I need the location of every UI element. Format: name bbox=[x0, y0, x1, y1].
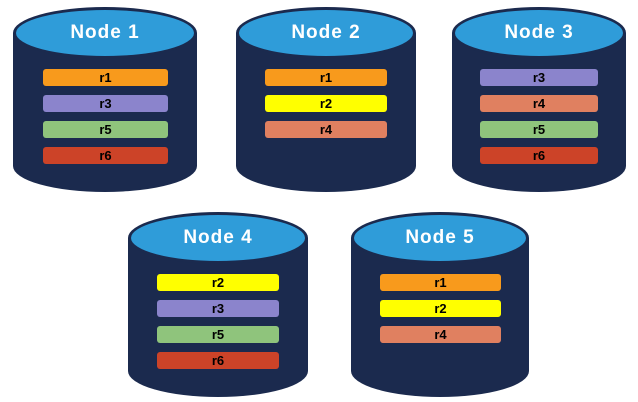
node-cylinder[interactable]: Node 5 r1 r2 r4 bbox=[351, 212, 529, 397]
replica-bar[interactable]: r3 bbox=[43, 95, 168, 112]
node-cylinder[interactable]: Node 1 r1 r3 r5 r6 bbox=[13, 7, 197, 192]
node-cylinder[interactable]: Node 2 r1 r2 r4 bbox=[236, 7, 416, 192]
replica-list: r2 r3 r5 r6 bbox=[157, 274, 279, 378]
replica-list: r1 r2 r4 bbox=[380, 274, 501, 352]
replica-bar[interactable]: r4 bbox=[265, 121, 387, 138]
replica-bar[interactable]: r5 bbox=[480, 121, 598, 138]
replica-bar[interactable]: r1 bbox=[380, 274, 501, 291]
replica-bar[interactable]: r2 bbox=[157, 274, 279, 291]
replica-bar[interactable]: r4 bbox=[380, 326, 501, 343]
replica-list: r1 r2 r4 bbox=[265, 69, 387, 147]
node-title: Node 4 bbox=[183, 227, 253, 248]
cylinder-body bbox=[236, 33, 416, 192]
cylinder-body bbox=[351, 238, 529, 397]
node-title: Node 1 bbox=[70, 22, 140, 43]
node-title: Node 5 bbox=[405, 227, 475, 248]
node-cylinder[interactable]: Node 4 r2 r3 r5 r6 bbox=[128, 212, 308, 397]
replica-list: r3 r4 r5 r6 bbox=[480, 69, 598, 173]
node-title: Node 2 bbox=[291, 22, 361, 43]
replica-bar[interactable]: r6 bbox=[43, 147, 168, 164]
replica-bar[interactable]: r2 bbox=[380, 300, 501, 317]
replica-bar[interactable]: r5 bbox=[43, 121, 168, 138]
cylinder-top-ellipse bbox=[13, 7, 197, 59]
replica-bar[interactable]: r6 bbox=[480, 147, 598, 164]
replica-bar[interactable]: r4 bbox=[480, 95, 598, 112]
cylinder-top-ellipse bbox=[236, 7, 416, 59]
replica-bar[interactable]: r1 bbox=[43, 69, 168, 86]
replica-bar[interactable]: r3 bbox=[480, 69, 598, 86]
node-cylinder[interactable]: Node 3 r3 r4 r5 r6 bbox=[452, 7, 626, 192]
replica-bar[interactable]: r3 bbox=[157, 300, 279, 317]
replica-list: r1 r3 r5 r6 bbox=[43, 69, 168, 173]
cylinder-body bbox=[13, 33, 197, 192]
cylinder-body bbox=[452, 33, 626, 192]
cylinder-body bbox=[128, 238, 308, 397]
replica-bar[interactable]: r5 bbox=[157, 326, 279, 343]
cylinder-top-ellipse bbox=[128, 212, 308, 264]
cylinder-top-ellipse bbox=[351, 212, 529, 264]
replica-bar[interactable]: r1 bbox=[265, 69, 387, 86]
replica-bar[interactable]: r2 bbox=[265, 95, 387, 112]
replica-bar[interactable]: r6 bbox=[157, 352, 279, 369]
node-title: Node 3 bbox=[504, 22, 574, 43]
cylinder-top-ellipse bbox=[452, 7, 626, 59]
